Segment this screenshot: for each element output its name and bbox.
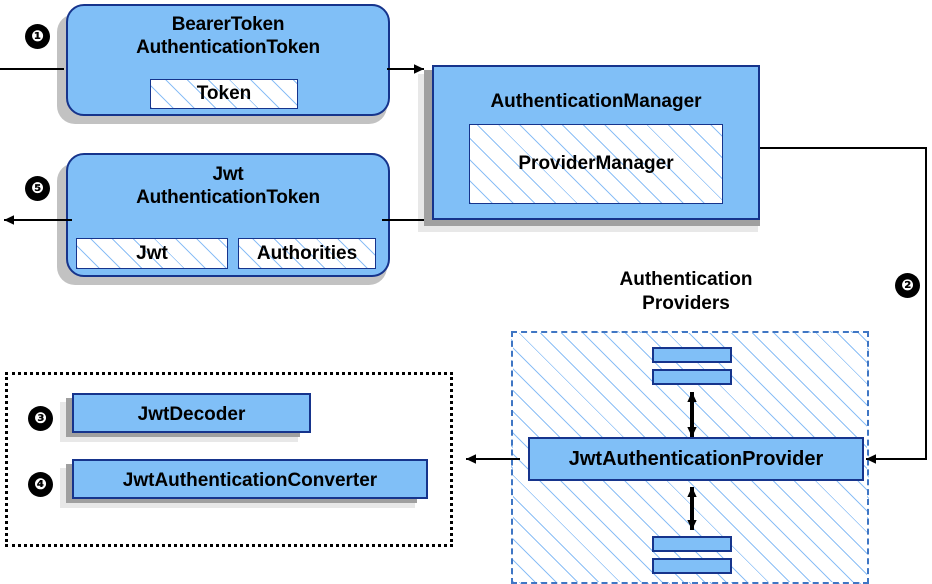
authentication-manager-inner-provider-manager-panel: ProviderManager: [469, 124, 723, 204]
provider-stack-bottom-bar-2: [652, 558, 732, 574]
jwt-token-title-line-2: AuthenticationToken: [136, 187, 320, 208]
bearer-token-inner-token-panel: Token: [150, 79, 298, 109]
step-badge-2: ❷: [895, 273, 920, 298]
bearer-token-title-line-2: AuthenticationToken: [136, 37, 320, 58]
step-badge-4: ❹: [28, 472, 53, 497]
bearer-token-inner-token-label: Token: [196, 83, 252, 104]
jwt-authentication-provider-card[interactable]: JwtAuthenticationProvider: [528, 437, 864, 481]
authentication-providers-caption-line-1: Authentication: [619, 269, 753, 290]
jwt-support-components-group: [5, 372, 453, 547]
jwt-decoder-card[interactable]: JwtDecoder: [72, 393, 311, 433]
step-badge-5: ❺: [25, 176, 50, 201]
provider-manager-label: ProviderManager: [518, 153, 674, 174]
jwt-token-inner-authorities-panel: Authorities: [238, 238, 376, 269]
jwt-authentication-converter-card[interactable]: JwtAuthenticationConverter: [72, 459, 428, 499]
jwt-token-title-line-1: Jwt: [212, 164, 244, 185]
jwt-token-inner-jwt-panel: Jwt: [76, 238, 228, 269]
jwt-decoder-title: JwtDecoder: [137, 404, 246, 425]
authentication-providers-caption: Authentication Providers: [595, 268, 777, 316]
authentication-providers-caption-line-2: Providers: [642, 293, 730, 314]
authentication-manager-title: AuthenticationManager: [490, 91, 702, 112]
jwt-authentication-converter-title: JwtAuthenticationConverter: [122, 470, 378, 491]
bearer-token-title-line-1: BearerToken: [171, 14, 285, 35]
provider-stack-top-bar-2: [652, 369, 732, 385]
jwt-token-inner-authorities-label: Authorities: [256, 242, 358, 264]
step-badge-3: ❸: [28, 406, 53, 431]
provider-stack-bottom-bar-1: [652, 536, 732, 552]
jwt-authentication-provider-title: JwtAuthenticationProvider: [568, 448, 824, 470]
provider-stack-top-bar-1: [652, 347, 732, 363]
jwt-token-inner-jwt-label: Jwt: [136, 242, 168, 264]
step-badge-1: ❶: [25, 24, 50, 49]
